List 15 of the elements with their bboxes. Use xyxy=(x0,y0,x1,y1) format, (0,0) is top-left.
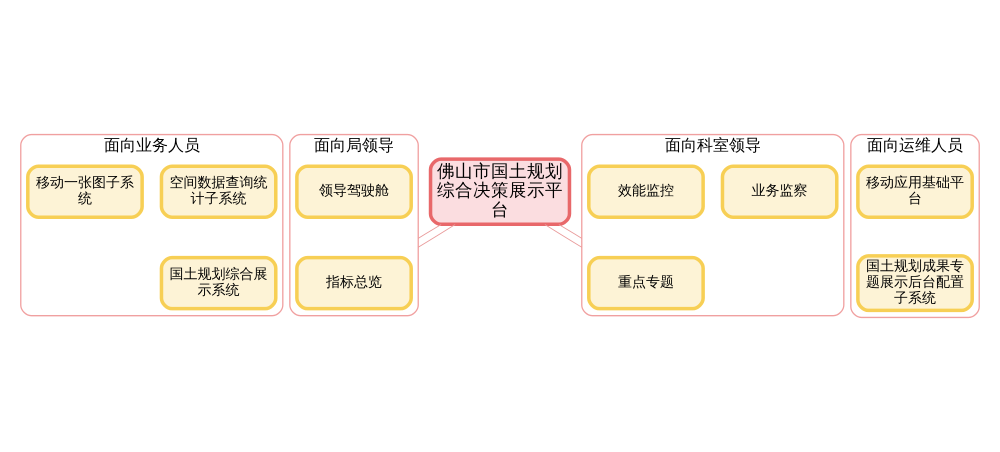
node-box: 重点专题 xyxy=(587,256,705,310)
node-box: 领导驾驶舱 xyxy=(295,164,413,219)
node-box: 国土规划综合展示系统 xyxy=(160,256,278,310)
node-box: 指标总览 xyxy=(295,256,413,310)
node-box: 移动应用基础平台 xyxy=(856,164,974,219)
connector xyxy=(558,224,582,239)
node-box: 佛山市国土规划综合决策展示平台 xyxy=(428,157,572,226)
connector xyxy=(418,224,442,239)
node-box: 效能监控 xyxy=(587,164,705,219)
connector xyxy=(418,224,456,248)
node-box: 国土规划成果专题展示后台配置子系统 xyxy=(856,254,974,312)
node-box: 业务监察 xyxy=(720,164,839,219)
node-box: 空间数据查询统计子系统 xyxy=(160,164,278,219)
node-box: 移动一张图子系统 xyxy=(26,164,144,219)
connector xyxy=(544,224,582,248)
